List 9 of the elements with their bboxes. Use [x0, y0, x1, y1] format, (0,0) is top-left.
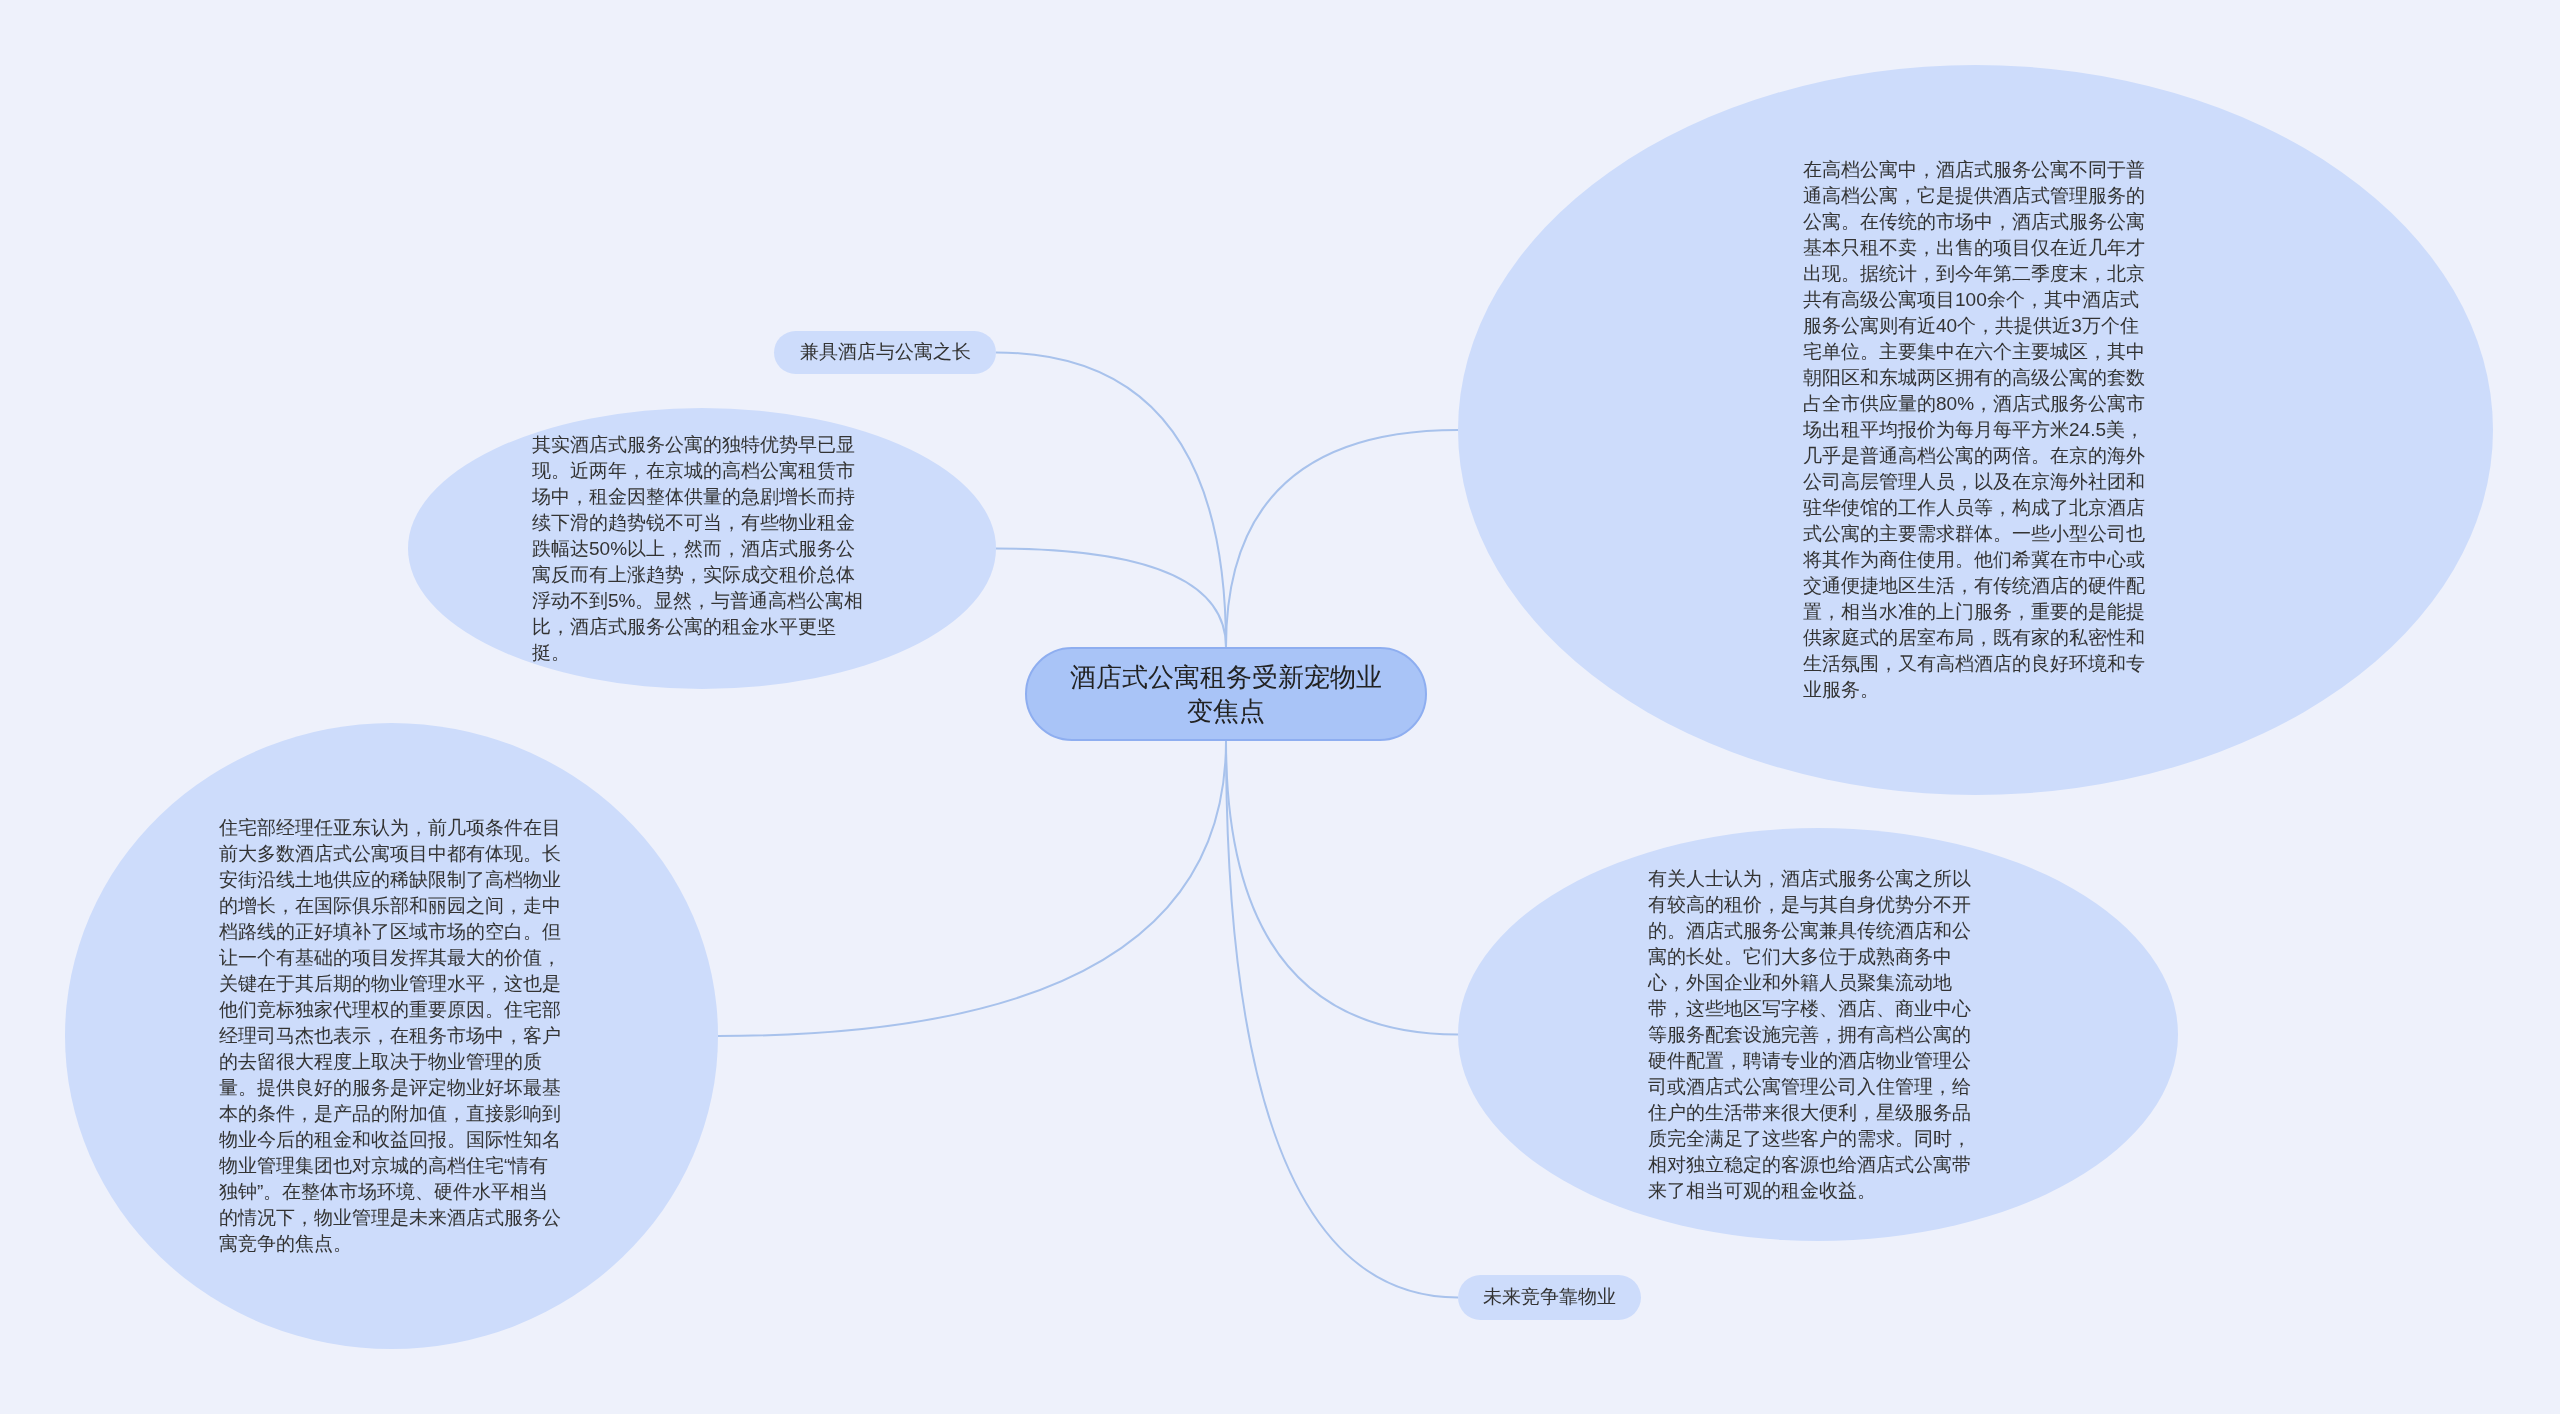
- topic-label: 酒店式公寓租务受新宠物业变焦点: [1069, 661, 1383, 728]
- topic-pill: [1458, 1275, 1641, 1320]
- topic-label: 未来竞争靠物业: [1483, 1285, 1616, 1310]
- topic-label: 兼具酒店与公寓之长: [799, 340, 971, 365]
- paragraph: 在高档公寓中，酒店式服务公寓不同于普通高档公寓，它是提供酒店式管理服务的公寓。在传统的市场中，酒店式服务公寓基本只租不卖，出售的项目仅在近几年才出现。据统计，到今年第二季度末，北京共有高级公寓项目100余个，其中酒店式服务公寓则有近40个，共提供近3万个住宅单位。主要集中在六个主要城区，其中朝阳区和东城两区拥有的高级公寓的套数占全市供应量的80%，酒店式服务公寓市场出租平均报价为每月每平方米24.5美，几乎是普通高档公寓的两倍。在京的海外公司高层管理人员，以及在京海外社团和驻华使馆的工作人员等，构成了北京酒店式公寓的主要需求群体。一些小型公司也将其作为商住使用。他们希冀在市中心或交通便捷地区生活，有传统酒店的硬件配置，相当水准的上门服务，重要的是能提供家庭式的居室布局，既有家的私密性和生活氛围，又有高档酒店的良好环境和专业服务。: [1803, 158, 2147, 702]
- paragraph: 住宅部经理任亚东认为，前几项条件在目前大多数酒店式公寓项目中都有体现。长安街沿线土地供应的稀缺限制了高档物业的增长，在国际俱乐部和丽园之间，走中档路线的正好填补了区域市场的空白。但让一个有基础的项目发挥其最大的价值，关键在于其后期的物业管理水平，这也是他们竞标独家代理权的重要原因。住宅部经理司马杰也表示，在租务市场中，客户的去留很大程度上取决于物业管理的质量。提供良好的服务是评定物业好坏最基本的条件，是产品的附加值，直接影响到物业今后的租金和收益回报。国际性知名物业管理集团也对京城的高档住宅“情有独钟”。在整体市场环境、硬件水平相当的情况下，物业管理是未来酒店式服务公寓竞争的焦点。: [219, 816, 562, 1256]
- paragraph: 有关人士认为，酒店式服务公寓之所以有较高的租价，是与其自身优势分不开的。酒店式服务公寓兼具传统酒店和公寓的长处。它们大多位于成熟商务中心，外国企业和外籍人员聚集流动地带，这些地区写字楼、酒店、商业中心等服务配套设施完善，拥有高档公寓的硬件配置，聘请专业的酒店物业管理公司或酒店式公寓管理公司入住管理，给住户的生活带来很大便利，星级服务品质完全满足了这些客户的需求。同时，相对独立稳定的客源也给酒店式公寓带来了相当可观的租金收益。: [1648, 866, 1972, 1203]
- paragraph: 其实酒店式服务公寓的独特优势早已显现。近两年，在京城的高档公寓租赁市场中，租金因整体供量的急剧增长而持续下滑的趋势锐不可当，有些物业租金跌幅达50%以上，然而，酒店式服务公寓反而有上涨趋势，实际成交租价总体浮动不到5%。显然，与普通高档公寓相比，酒店式服务公寓的租金水平更坚挺。: [532, 432, 865, 665]
- topic-pill: [774, 331, 996, 374]
